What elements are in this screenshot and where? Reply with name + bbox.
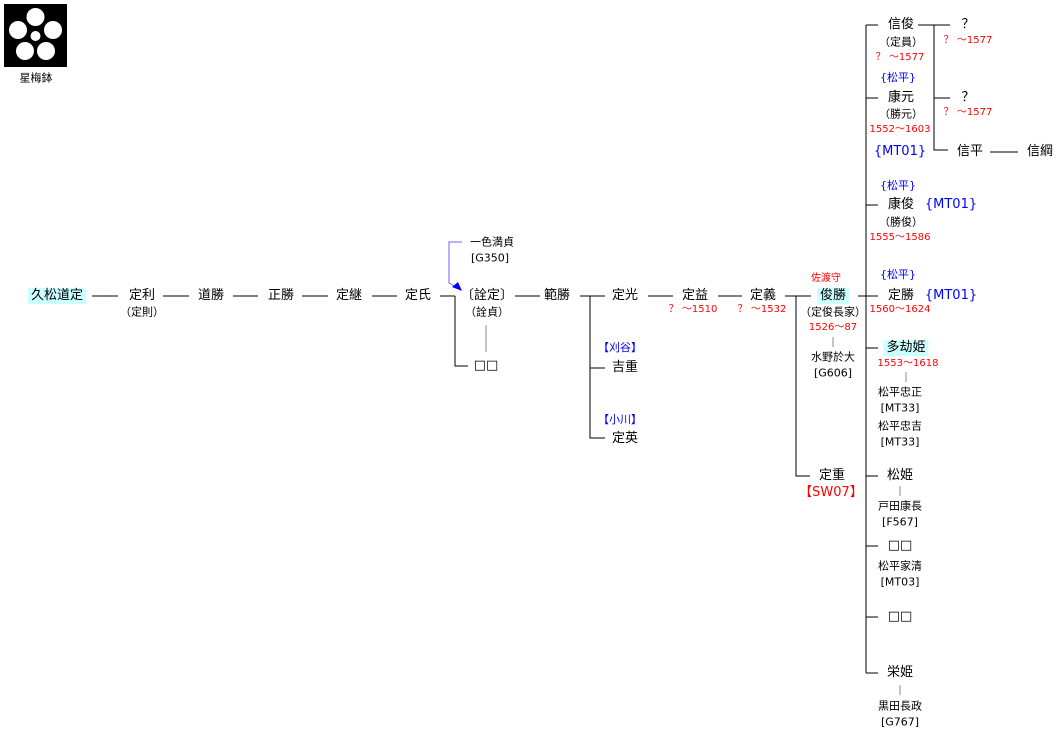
dates: 1555～1586	[869, 232, 931, 243]
person-sadatoshi: 定利	[128, 288, 156, 303]
person: 正勝	[267, 288, 295, 303]
ref-code[interactable]: {MT01}	[924, 197, 978, 212]
crest-name: 星梅鉢	[19, 71, 53, 85]
spouse: 松平家清	[878, 559, 922, 573]
adoptive-origin: 一色満貞	[470, 235, 514, 249]
person: 康元	[887, 90, 915, 105]
ref-code[interactable]: [G350]	[470, 251, 510, 265]
ref-code[interactable]: [G767]	[880, 715, 920, 729]
dates: ？ ～1532	[737, 304, 787, 315]
person: 定氏	[404, 288, 432, 303]
spouse: 戸田康長	[878, 499, 922, 513]
person-unknown: □□	[887, 609, 913, 624]
spouse: 松平忠正	[878, 385, 922, 399]
spouse: 水野於大	[811, 350, 855, 364]
ref-code[interactable]: [MT33]	[880, 435, 920, 449]
dates: ？ ～1577	[943, 35, 993, 46]
ref-code[interactable]: [MT03]	[880, 575, 920, 589]
ref-code[interactable]: [G606]	[813, 366, 853, 380]
person-unknown: ？	[961, 90, 975, 105]
ref-code[interactable]: {MT01}	[873, 144, 927, 159]
alias: （勝元）	[879, 107, 923, 121]
person: 栄姫	[886, 665, 914, 680]
ref-code[interactable]: [MT33]	[880, 401, 920, 415]
alias: （定員）	[879, 35, 923, 49]
ref-code[interactable]: [F567]	[882, 515, 918, 529]
person: 康俊	[887, 197, 915, 212]
person-takogohime: 多劫姫	[883, 340, 929, 356]
dates: 1553～1618	[877, 358, 939, 369]
alias: （詮貞）	[465, 305, 509, 319]
person: 定益	[681, 288, 709, 303]
dates: ？ ～1577	[943, 107, 993, 118]
adoption-arrow	[448, 241, 462, 289]
dates: 1560～1624	[869, 304, 931, 315]
person: 定勝	[887, 288, 915, 303]
hoshi-umebachi-crest-icon	[4, 4, 67, 67]
person-unknown: ？	[961, 17, 975, 32]
arrow-head-icon	[452, 282, 462, 291]
clan-label: {松平}	[880, 71, 916, 84]
person-unknown: □□	[887, 538, 913, 553]
dates: 1526～87	[808, 322, 858, 333]
clan-label: {松平}	[880, 179, 916, 192]
branch-label: 【刈谷】	[598, 341, 642, 354]
branch-label: 【小川】	[598, 413, 642, 426]
person: 定光	[611, 288, 639, 303]
person: 定継	[335, 288, 363, 303]
dates: 1552～1603	[869, 124, 931, 135]
dates: ？ ～1577	[875, 52, 925, 63]
person-hisamatsu-michisada: 久松道定	[27, 288, 87, 304]
ref-code[interactable]: 【SW07】	[799, 485, 863, 500]
dates: ？ ～1510	[668, 304, 718, 315]
person: 信俊	[887, 17, 915, 32]
person: 〔詮定〕	[460, 288, 514, 303]
person: 道勝	[197, 288, 225, 303]
title: 佐渡守	[811, 273, 841, 284]
person: 定義	[749, 288, 777, 303]
person: 松姫	[886, 468, 914, 483]
person-unknown: □□	[473, 358, 499, 373]
alias: （定則）	[120, 305, 164, 319]
ref-code[interactable]: {MT01}	[924, 288, 978, 303]
person-toshikatsu: 俊勝	[816, 288, 850, 304]
spouse: 松平忠吉	[878, 419, 922, 433]
person: 信平	[956, 144, 984, 159]
alias: （定俊長家）	[800, 305, 866, 319]
person: 範勝	[543, 288, 571, 303]
clan-label: {松平}	[880, 268, 916, 281]
alias: （勝俊）	[879, 215, 923, 229]
spouse: 黒田長政	[878, 699, 922, 713]
person: 定英	[611, 431, 639, 446]
person: 信綱	[1026, 144, 1054, 159]
person: 定重	[818, 468, 846, 483]
person: 吉重	[611, 360, 639, 375]
